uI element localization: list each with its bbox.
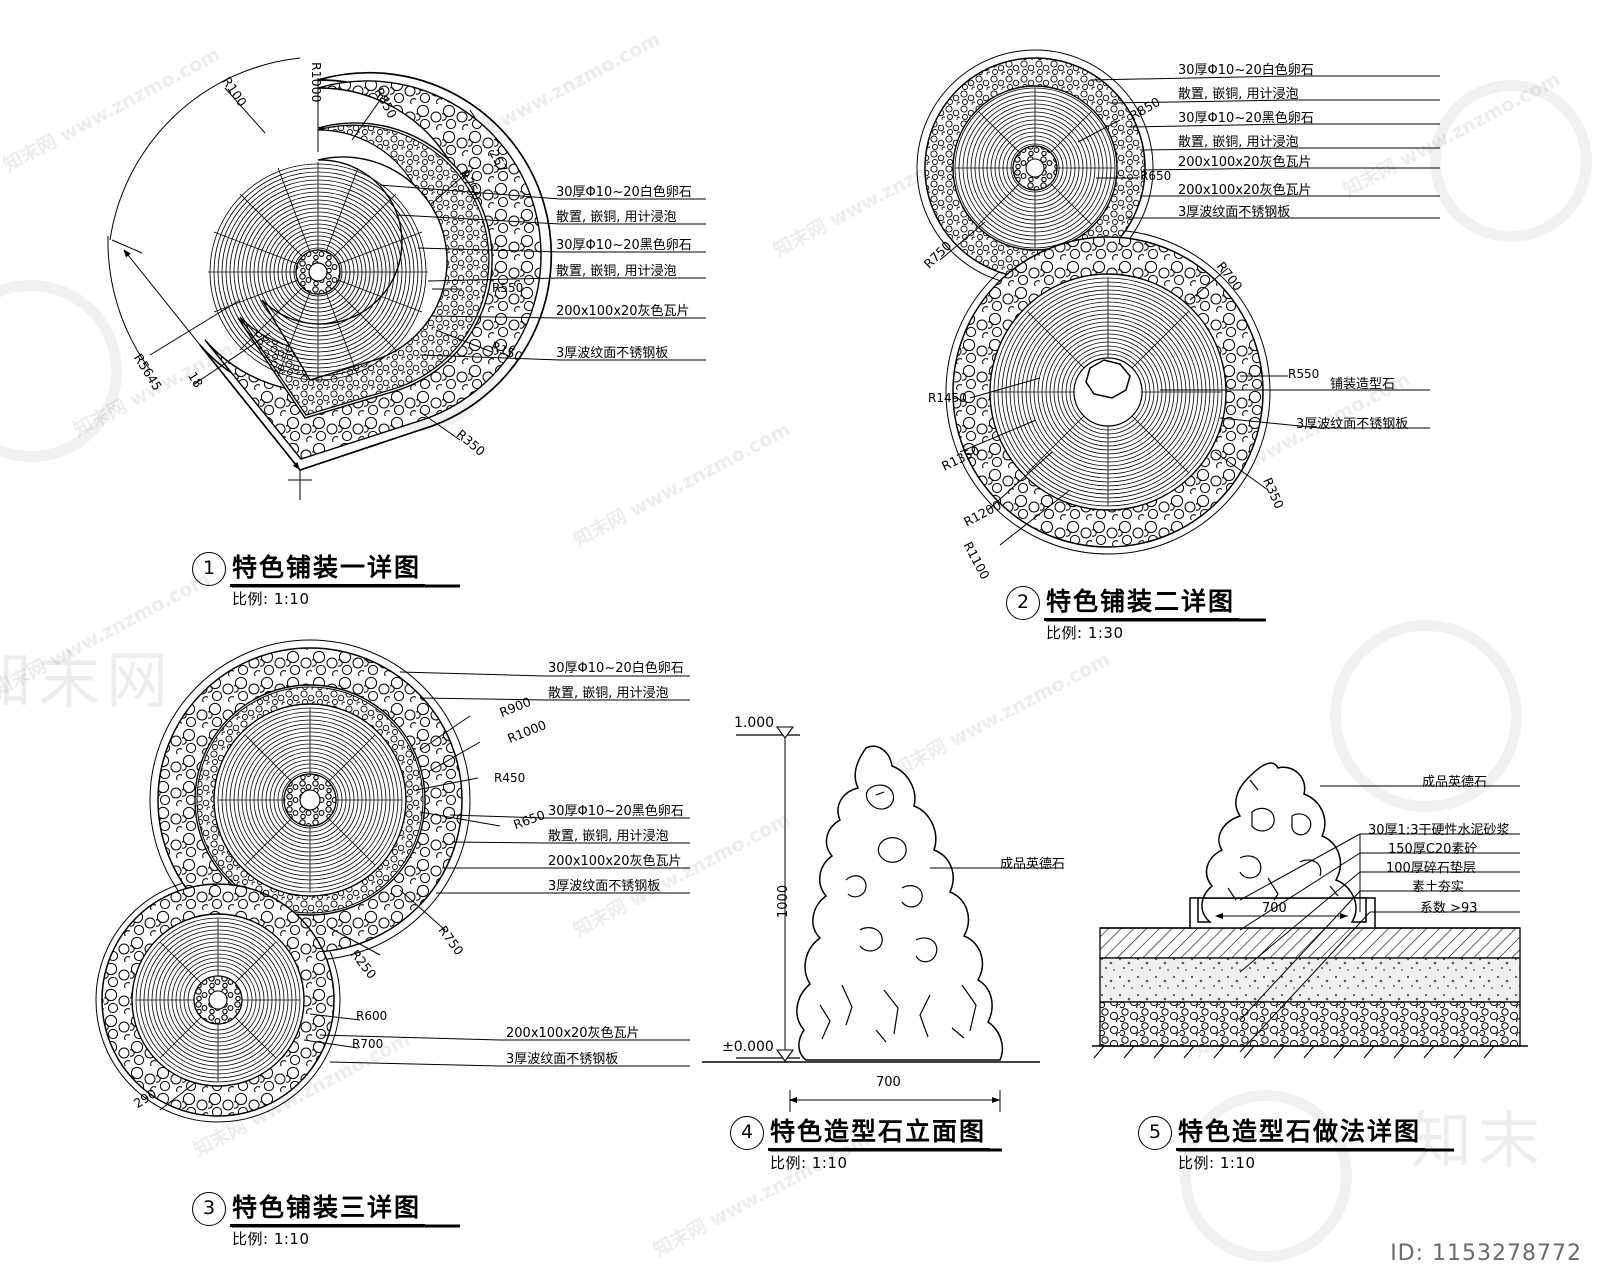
detail-scale: 比例: 1:30 <box>1046 624 1124 642</box>
callout-black-pebble: 30厚Φ10~20黑色卵石 <box>556 238 692 253</box>
callout-white-pebble: 30厚Φ10~20白色卵石 <box>556 185 692 200</box>
dim-height-1000: 1000 <box>776 884 791 918</box>
title-underline <box>1044 618 1239 621</box>
dim-R1450: R1450 <box>928 391 967 405</box>
title-underline <box>768 1148 990 1151</box>
detail-scale: 比例: 1:10 <box>232 590 310 608</box>
dim-elev-base: ±0.000 <box>722 1039 774 1055</box>
callout-yingde-stone: 成品英德石 <box>1000 857 1066 872</box>
detail-number: 5 <box>1138 1116 1172 1150</box>
detail-title: 特色铺装一详图 <box>232 553 422 582</box>
detail-title: 特色铺装三详图 <box>232 1193 422 1222</box>
detail-4-elevation <box>702 726 1055 1112</box>
callout-steel-edge-2: 3厚波纹面不锈钢板 <box>1296 417 1409 432</box>
callout-steel-edge-2: 3厚波纹面不锈钢板 <box>506 1052 619 1067</box>
detail-5-section <box>1092 762 1528 1059</box>
detail-number: 4 <box>730 1116 764 1150</box>
callout-grey-tile-2: 200x100x20灰色瓦片 <box>506 1026 640 1041</box>
detail-title: 特色铺装二详图 <box>1046 587 1236 616</box>
detail-3-plan <box>95 639 690 1123</box>
callout-place-note-1: 散置, 嵌铜, 用计浸泡 <box>1178 87 1299 102</box>
dim-R450: R450 <box>494 771 526 785</box>
dim-elev-top: 1.000 <box>734 715 775 731</box>
callout-place-note-2: 散置, 嵌铜, 用计浸泡 <box>1178 135 1299 150</box>
callout-white-pebble: 30厚Φ10~20白色卵石 <box>548 661 684 676</box>
callout-place-note-1: 散置, 嵌铜, 用计浸泡 <box>548 686 669 701</box>
callout-subgrade: 素土夯实 <box>1412 880 1465 895</box>
callout-black-pebble: 30厚Φ10~20黑色卵石 <box>1178 111 1314 126</box>
callout-steel-edge: 3厚波纹面不锈钢板 <box>556 346 669 361</box>
dim-R550-d2: R550 <box>1288 367 1320 381</box>
callout-place-note-1: 散置, 嵌铜, 用计浸泡 <box>556 210 677 225</box>
detail-scale: 比例: 1:10 <box>1178 1154 1256 1172</box>
callout-place-note-2: 散置, 嵌铜, 用计浸泡 <box>548 829 669 844</box>
detail-number: 3 <box>192 1192 226 1226</box>
callout-mortar-layer: 30厚1:3干硬性水泥砂浆 <box>1368 823 1510 838</box>
callout-concrete-layer: 150厚C20素砼 <box>1388 842 1478 857</box>
callout-white-pebble: 30厚Φ10~20白色卵石 <box>1178 63 1314 78</box>
detail-scale: 比例: 1:10 <box>770 1154 848 1172</box>
callout-grey-tile: 200x100x20灰色瓦片 <box>556 304 690 319</box>
dim-R1000: R1000 <box>309 62 324 103</box>
detail-number: 1 <box>192 552 226 586</box>
dim-R550: R550 <box>492 281 524 295</box>
title-underline <box>230 584 425 587</box>
drawing-id-tag: ID: 1153278772 <box>1390 1241 1582 1266</box>
detail-title: 特色造型石立面图 <box>770 1117 987 1146</box>
watermark-brand: 知末网 <box>0 644 175 717</box>
callout-black-pebble: 30厚Φ10~20黑色卵石 <box>548 804 684 819</box>
dim-R650-d2: R650 <box>1140 169 1172 183</box>
dim-R700-d3: R700 <box>352 1037 384 1051</box>
title-underline <box>230 1224 425 1227</box>
detail-scale: 比例: 1:10 <box>232 1230 310 1248</box>
detail-title: 特色造型石做法详图 <box>1178 1117 1422 1146</box>
detail-number: 2 <box>1006 586 1040 620</box>
callout-grey-tile-1: 200x100x20灰色瓦片 <box>548 854 682 869</box>
callout-place-note-2: 散置, 嵌铜, 用计浸泡 <box>556 264 677 279</box>
callout-gravel-layer: 100厚碎石垫层 <box>1386 861 1476 876</box>
detail-2-plan <box>916 49 1440 555</box>
dim-base-700: 700 <box>1262 901 1287 916</box>
dim-R600: R600 <box>356 1009 388 1023</box>
callout-yingde-stone: 成品英德石 <box>1422 775 1488 790</box>
dim-width-700: 700 <box>876 1075 901 1090</box>
title-underline <box>1176 1148 1425 1151</box>
callout-compaction: 系数 >93 <box>1420 901 1478 916</box>
callout-steel-edge-1: 3厚波纹面不锈钢板 <box>548 879 661 894</box>
callout-grey-tile-1: 200x100x20灰色瓦片 <box>1178 155 1312 170</box>
callout-feature-rock: 铺装造型石 <box>1330 377 1396 392</box>
detail-1-plan <box>107 57 706 500</box>
callout-steel-edge-1: 3厚波纹面不锈钢板 <box>1178 205 1291 220</box>
callout-grey-tile-2: 200x100x20灰色瓦片 <box>1178 183 1312 198</box>
